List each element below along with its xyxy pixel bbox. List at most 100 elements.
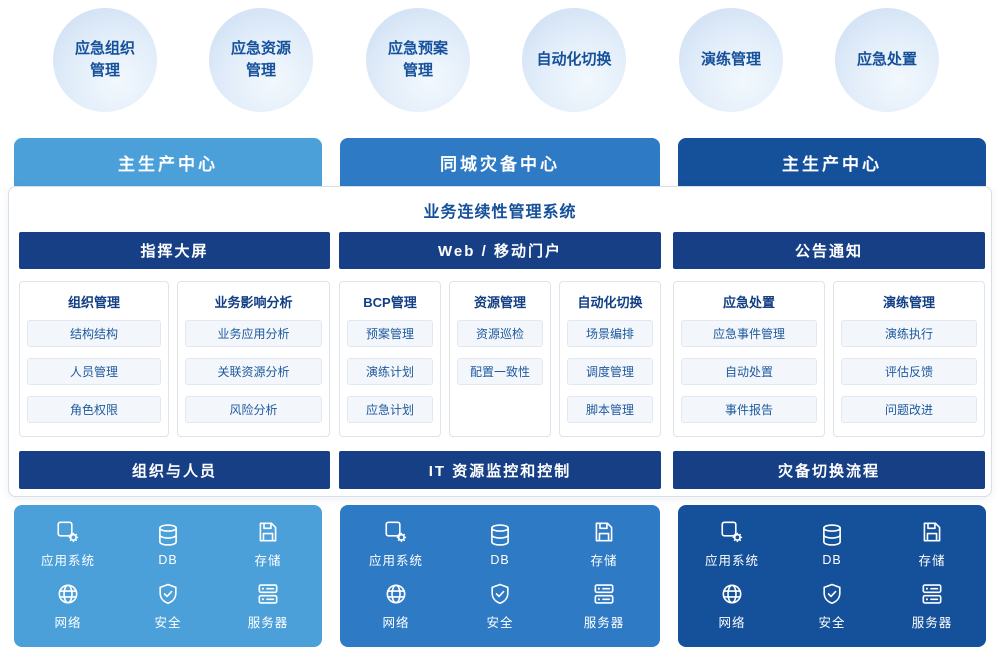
infra-cell: 网络 — [344, 575, 448, 637]
card-item: 风险分析 — [185, 396, 322, 423]
infra-cell: 应用系统 — [18, 513, 118, 575]
header-same-city-dr-center: 同城灾备中心 — [340, 138, 660, 186]
infra-cell: 安全 — [118, 575, 218, 637]
server-icon — [919, 581, 945, 607]
card-item: 结构结构 — [27, 320, 161, 347]
card-item: 评估反馈 — [841, 358, 977, 385]
card-auto-switch: 自动化切换 场景编排 调度管理 脚本管理 — [559, 281, 661, 437]
infra-label: 安全 — [154, 616, 182, 630]
card-item: 场景编排 — [567, 320, 653, 347]
infra-cell: 应用系统 — [344, 513, 448, 575]
app-system-icon — [719, 519, 745, 545]
infra-panel-primary: 应用系统 DB 存储 网络 安全 服务器 — [14, 505, 322, 647]
infra-cell: 服务器 — [218, 575, 318, 637]
card-resource-mgmt: 资源管理 资源巡检 配置一致性 — [449, 281, 551, 437]
storage-icon — [591, 519, 617, 545]
infra-label: 存储 — [590, 554, 618, 568]
bar-it-resource-monitoring: IT 资源监控和控制 — [339, 451, 661, 489]
card-business-impact-analysis: 业务影响分析 业务应用分析 关联资源分析 风险分析 — [177, 281, 330, 437]
infra-cell: 网络 — [18, 575, 118, 637]
card-item: 预案管理 — [347, 320, 433, 347]
infra-label: DB — [822, 552, 842, 567]
bubble-emergency-organization: 应急组织 管理 — [53, 8, 157, 112]
card-title: 业务影响分析 — [214, 295, 293, 310]
card-item: 演练执行 — [841, 320, 977, 347]
infra-panel-secondary: 应用系统 DB 存储 网络 安全 服务器 — [678, 505, 986, 647]
card-item: 调度管理 — [567, 358, 653, 385]
card-item: 问题改进 — [841, 396, 977, 423]
card-item: 事件报告 — [681, 396, 817, 423]
header-primary-production-center-2: 主生产中心 — [678, 138, 986, 186]
infra-label: 应用系统 — [368, 554, 423, 568]
card-bcp-mgmt: BCP管理 预案管理 演练计划 应急计划 — [339, 281, 441, 437]
infra-label: 存储 — [254, 554, 282, 568]
infra-cell: DB — [782, 513, 882, 575]
infra-label: DB — [490, 552, 510, 567]
infra-cell: 服务器 — [552, 575, 656, 637]
security-icon — [487, 581, 513, 607]
infra-label: 服务器 — [247, 616, 289, 630]
infra-label: 网络 — [382, 616, 410, 630]
infra-label: 安全 — [818, 616, 846, 630]
app-system-icon — [383, 519, 409, 545]
infra-label: 服务器 — [911, 616, 953, 630]
network-icon — [719, 581, 745, 607]
card-item: 业务应用分析 — [185, 320, 322, 347]
card-title: 组织管理 — [67, 295, 120, 310]
database-icon — [487, 522, 513, 548]
infra-cell: 存储 — [218, 513, 318, 575]
infra-cell: 应用系统 — [682, 513, 782, 575]
database-icon — [155, 522, 181, 548]
card-organization-mgmt: 组织管理 结构结构 人员管理 角色权限 — [19, 281, 169, 437]
security-icon — [155, 581, 181, 607]
infra-label: 服务器 — [583, 616, 625, 630]
infra-cell: DB — [118, 513, 218, 575]
card-item: 自动处置 — [681, 358, 817, 385]
storage-icon — [919, 519, 945, 545]
security-icon — [819, 581, 845, 607]
card-title: 演练管理 — [882, 295, 935, 310]
card-emergency-response: 应急处置 应急事件管理 自动处置 事件报告 — [673, 281, 825, 437]
bar-announcement: 公告通知 — [673, 232, 985, 269]
card-item: 关联资源分析 — [185, 358, 322, 385]
network-icon — [55, 581, 81, 607]
app-system-icon — [55, 519, 81, 545]
card-drill-mgmt: 演练管理 演练执行 评估反馈 问题改进 — [833, 281, 985, 437]
header-primary-production-center: 主生产中心 — [14, 138, 322, 186]
infra-label: DB — [158, 552, 178, 567]
infra-label: 网络 — [54, 616, 82, 630]
card-item: 演练计划 — [347, 358, 433, 385]
storage-icon — [255, 519, 281, 545]
bubble-emergency-plan: 应急预案 管理 — [366, 8, 470, 112]
card-item: 脚本管理 — [567, 396, 653, 423]
network-icon — [383, 581, 409, 607]
bar-dr-switch-process: 灾备切换流程 — [673, 451, 985, 489]
card-title: 自动化切换 — [577, 295, 643, 310]
infra-label: 网络 — [718, 616, 746, 630]
infra-cell: 服务器 — [882, 575, 982, 637]
infra-cell: DB — [448, 513, 552, 575]
infra-panel-same-city: 应用系统 DB 存储 网络 安全 服务器 — [340, 505, 660, 647]
card-item: 角色权限 — [27, 396, 161, 423]
card-item: 应急计划 — [347, 396, 433, 423]
card-title: BCP管理 — [363, 295, 417, 310]
infra-label: 应用系统 — [704, 554, 759, 568]
server-icon — [591, 581, 617, 607]
bubble-emergency-resource: 应急资源 管理 — [209, 8, 313, 112]
card-title: 应急处置 — [722, 295, 775, 310]
card-item: 人员管理 — [27, 358, 161, 385]
bubble-drill-management: 演练管理 — [679, 8, 783, 112]
infra-cell: 安全 — [448, 575, 552, 637]
server-icon — [255, 581, 281, 607]
bcm-system-panel: 业务连续性管理系统 指挥大屏 Web / 移动门户 公告通知 组织管理 结构结构… — [8, 186, 992, 497]
infra-cell: 存储 — [552, 513, 656, 575]
infra-cell: 安全 — [782, 575, 882, 637]
infra-cell: 网络 — [682, 575, 782, 637]
bar-org-personnel: 组织与人员 — [19, 451, 330, 489]
infra-cell: 存储 — [882, 513, 982, 575]
card-item: 应急事件管理 — [681, 320, 817, 347]
infra-label: 应用系统 — [40, 554, 95, 568]
bar-command-screen: 指挥大屏 — [19, 232, 330, 269]
infra-label: 存储 — [918, 554, 946, 568]
